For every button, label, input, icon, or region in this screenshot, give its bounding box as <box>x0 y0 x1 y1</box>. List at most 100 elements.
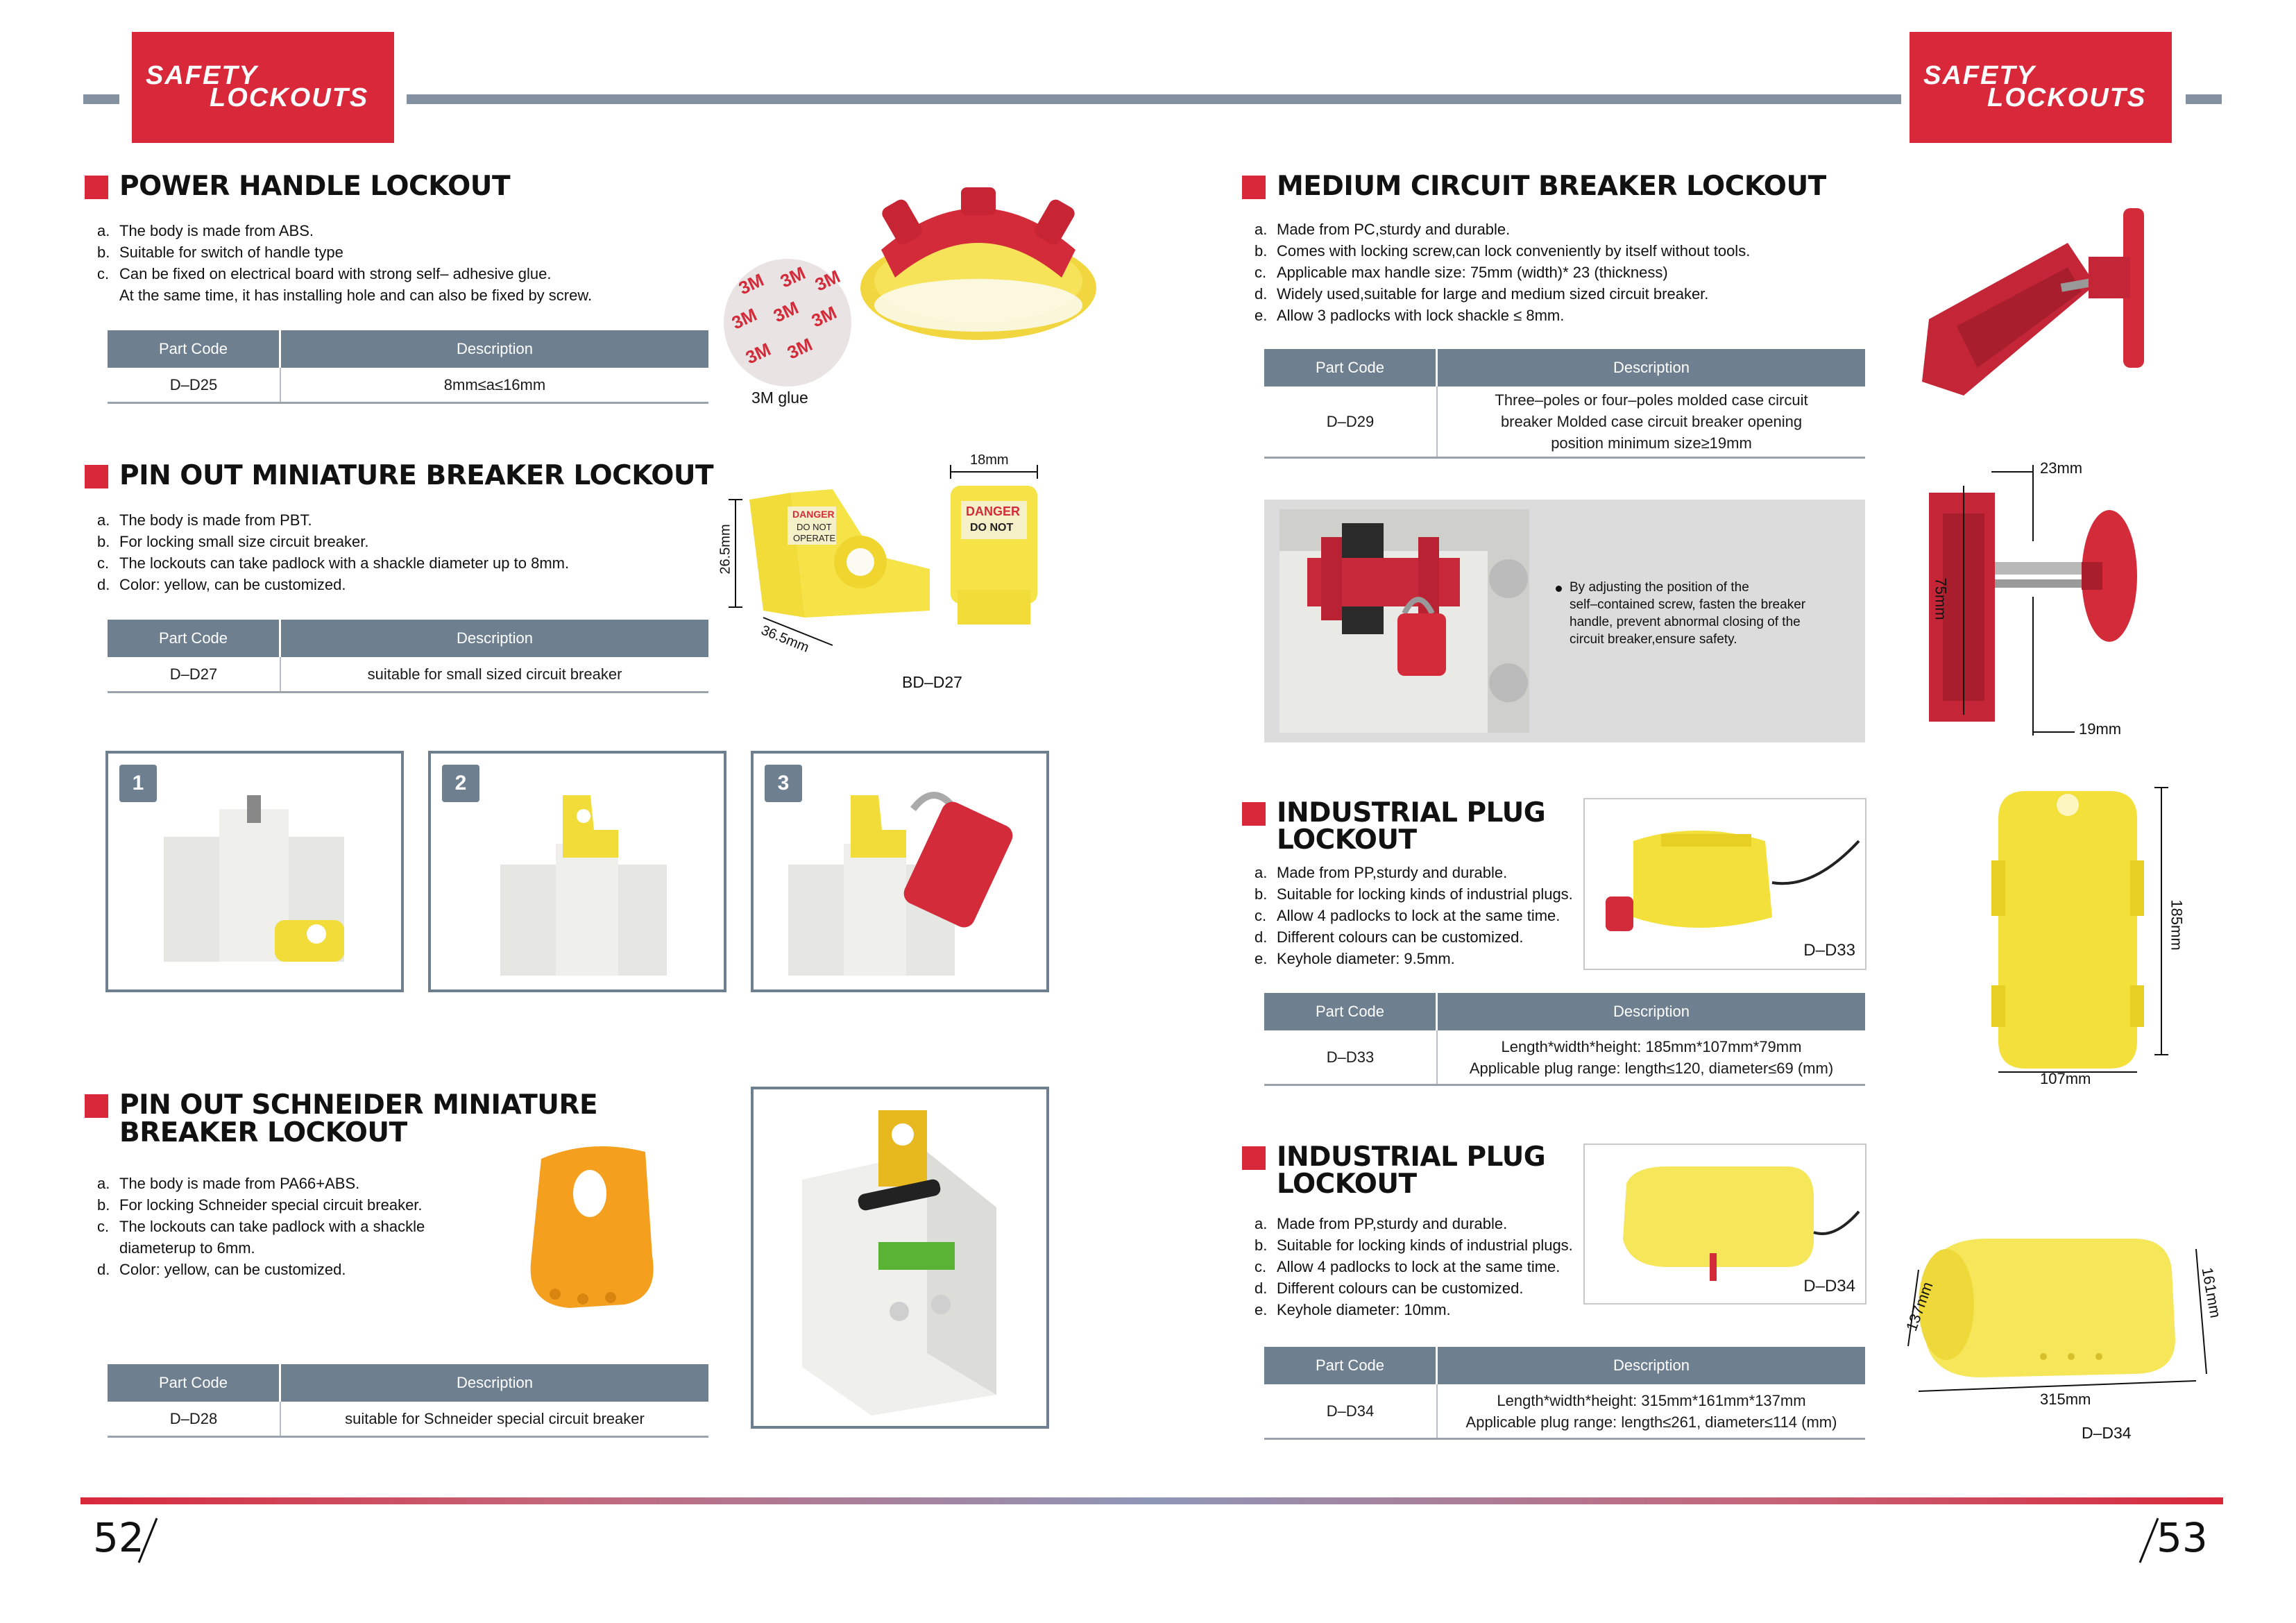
section-marker <box>85 176 108 199</box>
part-code-cell: D–D29 <box>1264 386 1438 457</box>
col-description: Description <box>456 629 534 647</box>
badge-line1: SAFETY <box>1923 61 2036 90</box>
plug-d33-photo-frame: D–D33 <box>1583 798 1866 970</box>
medium-cb-lockout-image <box>1922 208 2144 396</box>
safety-lockouts-badge-left: SAFETY LOCKOUTS <box>132 32 394 143</box>
medium-cb-dimension-drawing <box>1929 465 2137 736</box>
feature-item: e.Keyhole diameter: 10mm. <box>1255 1301 1451 1318</box>
schneider-lockout-image <box>530 1146 654 1308</box>
feature-item: b.Suitable for locking kinds of industri… <box>1255 885 1573 903</box>
schneider-title-line1: PIN OUT SCHNEIDER MINIATURE <box>119 1089 598 1121</box>
badge-line2: LOCKOUTS <box>1987 83 2147 112</box>
pin-out-miniature-title: PIN OUT MINIATURE BREAKER LOCKOUT <box>119 460 714 491</box>
power-handle-lockout-image: 3M 3M 3M 3M 3M 3M 3M 3M <box>724 187 1096 386</box>
page-number-value: 53 <box>2157 1514 2208 1561</box>
dim-18mm: 18mm <box>970 452 1009 468</box>
safety-lockouts-badge-right: SAFETY LOCKOUTS <box>1910 32 2172 143</box>
power-handle-title: POWER HANDLE LOCKOUT <box>119 171 511 202</box>
dim-75mm: 75mm <box>1932 577 1950 620</box>
col-description: Description <box>456 340 534 357</box>
feature-item: b.For locking Schneider special circuit … <box>97 1196 423 1214</box>
breaker-step-2-image <box>500 795 667 976</box>
step-2-frame: 2 <box>428 751 726 992</box>
plug-d34-features: a.Made from PP,sturdy and durable. b.Sui… <box>1255 1213 1588 1320</box>
description-cell: suitable for small sized circuit breaker <box>367 665 622 683</box>
col-part-code: Part Code <box>108 1364 281 1402</box>
col-part-code: Part Code <box>1264 1347 1438 1384</box>
tag-do-not-text: DO NOT <box>797 522 832 532</box>
feature-item: a.Made from PC,sturdy and durable. <box>1255 221 1511 238</box>
feature-item: c.The lockouts can take padlock with a s… <box>97 554 570 572</box>
bd-d27-caption: BD–D27 <box>902 673 962 691</box>
plug-d34-title-line2: LOCKOUT <box>1277 1169 1417 1200</box>
plug-d33-image-label: D–D33 <box>1803 941 1855 960</box>
page-number-right: 53 <box>2157 1514 2208 1561</box>
tag-operate-text: OPERATE <box>793 533 835 543</box>
feature-item: d.Color: yellow, can be customized. <box>97 576 346 593</box>
plug-d33-image <box>1606 831 1860 931</box>
feature-item: a.Made from PP,sturdy and durable. <box>1255 1215 1508 1232</box>
bd-d27-lockout-image: DANGER DO NOT OPERATE DANGER DO NOT <box>729 465 1038 646</box>
schneider-title-line2: BREAKER LOCKOUT <box>119 1117 407 1148</box>
feature-item: e.Keyhole diameter: 9.5mm. <box>1255 950 1455 967</box>
badge-line2: LOCKOUTS <box>210 83 369 112</box>
feature-item: e.Allow 3 padlocks with lock shackle ≤ 8… <box>1255 307 1565 324</box>
medium-cb-info-panel: By adjusting the position of the self–co… <box>1264 500 1865 742</box>
col-part-code: Part Code <box>108 620 281 657</box>
step-number-badge: 1 <box>119 765 157 802</box>
plug-d33-dimension-drawing <box>1991 787 2168 1073</box>
section-marker <box>85 1094 108 1118</box>
plug-d34-image-label: D–D34 <box>1803 1277 1855 1295</box>
part-code-cell: D–D28 <box>108 1402 281 1436</box>
step-number-badge: 3 <box>765 765 802 802</box>
part-code-cell: D–D27 <box>108 657 281 691</box>
col-description: Description <box>1613 1357 1690 1374</box>
col-description: Description <box>1613 1003 1690 1020</box>
breaker-step-3-image <box>788 792 1013 976</box>
page-number-value: 52 <box>93 1514 144 1561</box>
col-part-code: Part Code <box>1264 349 1438 386</box>
dim-19mm: 19mm <box>2079 720 2122 738</box>
feature-item: b.For locking small size circuit breaker… <box>97 533 369 550</box>
feature-item: a.The body is made from ABS. <box>97 222 314 239</box>
feature-item: a.The body is made from PBT. <box>97 511 312 529</box>
bullet-dot <box>1556 586 1562 592</box>
power-handle-features: a.The body is made from ABS. b.Suitable … <box>97 220 722 306</box>
tag-do-not-text: DO NOT <box>970 522 1013 534</box>
section-marker <box>1242 1146 1266 1170</box>
dim-315mm: 315mm <box>2040 1391 2091 1408</box>
glue-caption: 3M glue <box>751 389 808 407</box>
pin-out-miniature-spec-table: Part Code Description D–D27 suitable for s… <box>108 620 708 693</box>
plug-d34-title-line1: INDUSTRIAL PLUG <box>1277 1141 1546 1173</box>
feature-item: d.Widely used,suitable for large and med… <box>1255 285 1709 303</box>
plug-d34-dimension-drawing <box>1907 1239 2207 1392</box>
step-3-frame: 3 <box>751 751 1049 992</box>
dim-23mm: 23mm <box>2040 459 2083 477</box>
schneider-features: a.The body is made from PA66+ABS. b.For … <box>97 1173 527 1280</box>
plug-d34-caption: D–D34 <box>2082 1424 2132 1442</box>
feature-item: b.Suitable for locking kinds of industri… <box>1255 1237 1573 1254</box>
badge-line1: SAFETY <box>146 61 258 90</box>
part-code-cell: D–D33 <box>1264 1030 1438 1084</box>
danger-tag-text: DANGER <box>966 504 1020 518</box>
plug-d33-features: a.Made from PP,sturdy and durable. b.Sui… <box>1255 862 1588 969</box>
medium-cb-features: a.Made from PC,sturdy and durable. b.Com… <box>1255 219 1914 326</box>
section-marker <box>85 465 108 488</box>
pin-out-miniature-features: a.The body is made from PBT. b.For locki… <box>97 509 722 595</box>
schneider-spec-table: Part Code Description D–D28 suitable for S… <box>108 1364 708 1438</box>
feature-item: c.The lockouts can take padlock with a s… <box>97 1218 425 1257</box>
schneider-photo-frame <box>751 1087 1049 1429</box>
col-description: Description <box>456 1374 534 1391</box>
description-cell: 8mm≤a≤16mm <box>443 376 546 393</box>
feature-item: c.Applicable max handle size: 75mm (widt… <box>1255 264 1668 281</box>
plug-d34-photo-frame: D–D34 <box>1583 1144 1866 1305</box>
dim-26-5mm: 26.5mm <box>717 524 733 575</box>
feature-item: a.The body is made from PA66+ABS. <box>97 1175 360 1192</box>
feature-item: a.Made from PP,sturdy and durable. <box>1255 864 1508 881</box>
page-slash-left <box>137 1518 158 1563</box>
description-cell: suitable for Schneider special circuit b… <box>345 1410 645 1427</box>
